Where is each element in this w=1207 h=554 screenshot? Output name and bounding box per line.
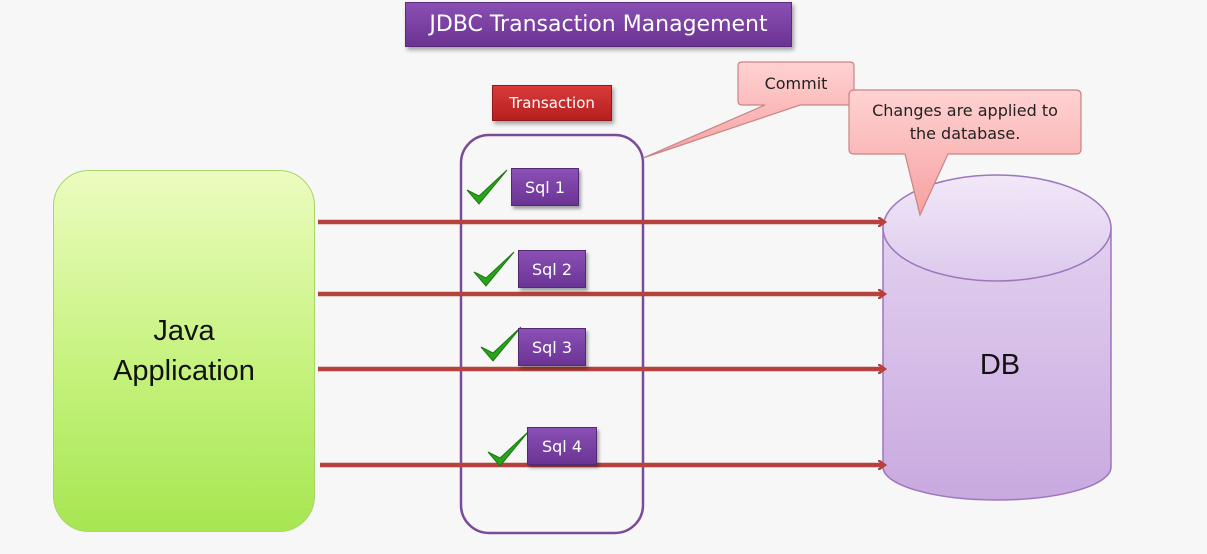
changes-callout bbox=[848, 89, 1082, 217]
changes-callout-text: Changes are applied to the database. bbox=[872, 101, 1058, 143]
commit-callout-text: Commit bbox=[764, 74, 828, 93]
checkmark-icon bbox=[466, 169, 508, 205]
transaction-label: Transaction bbox=[492, 85, 612, 121]
database-cylinder bbox=[882, 174, 1112, 501]
sql-4-label: Sql 4 bbox=[527, 427, 597, 465]
sql-1-label: Sql 1 bbox=[511, 168, 579, 206]
commit-callout bbox=[642, 61, 855, 159]
sql-2-label: Sql 2 bbox=[518, 250, 586, 288]
checkmark-icon bbox=[473, 251, 515, 287]
java-application-box: Java Application bbox=[53, 170, 315, 532]
checkmark-icon bbox=[480, 326, 522, 362]
db-label: DB bbox=[979, 348, 1021, 381]
checkmark-icon bbox=[487, 431, 529, 467]
transaction-outline bbox=[459, 133, 645, 535]
diagram-title: JDBC Transaction Management bbox=[405, 2, 792, 47]
java-application-label: Java Application bbox=[113, 315, 255, 387]
sql-3-label: Sql 3 bbox=[518, 328, 586, 366]
